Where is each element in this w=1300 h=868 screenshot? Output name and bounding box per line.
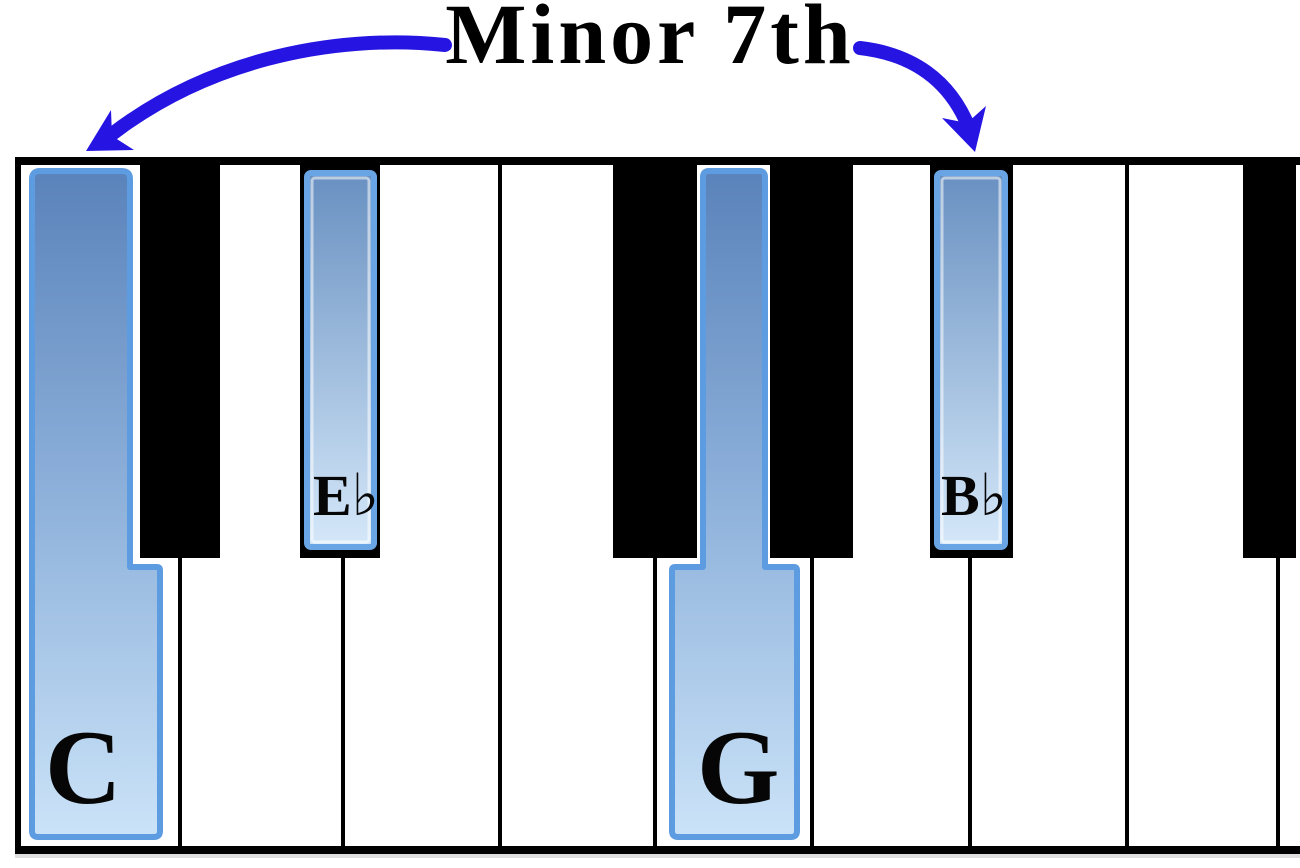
note-highlights xyxy=(29,168,1008,840)
key-divider xyxy=(498,165,502,846)
note-label-g: G xyxy=(697,709,780,826)
black-key-f-sharp xyxy=(613,165,697,558)
note-label-b-flat: B♭ xyxy=(941,463,1008,528)
highlight-g xyxy=(669,168,800,840)
highlight-b-flat-inner-edge xyxy=(940,176,1002,544)
black-key-c-sharp xyxy=(140,165,220,558)
note-label-c: C xyxy=(45,709,122,826)
keyboard-bottom-shadow xyxy=(15,854,1300,858)
highlight-b-flat xyxy=(934,170,1008,550)
key-divider xyxy=(1125,165,1129,846)
black-key-c-sharp2 xyxy=(1243,165,1296,558)
note-label-e-flat: E♭ xyxy=(313,463,380,528)
highlight-c xyxy=(29,168,163,840)
black-key-g-sharp xyxy=(770,165,853,558)
piano-keyboard: C E♭ G B♭ xyxy=(15,157,1300,854)
highlight-e-flat-inner-edge xyxy=(310,176,371,544)
keyboard-keys-area: C E♭ G B♭ xyxy=(21,165,1300,846)
interval-title: Minor 7th xyxy=(445,0,855,82)
highlight-e-flat xyxy=(304,170,377,550)
